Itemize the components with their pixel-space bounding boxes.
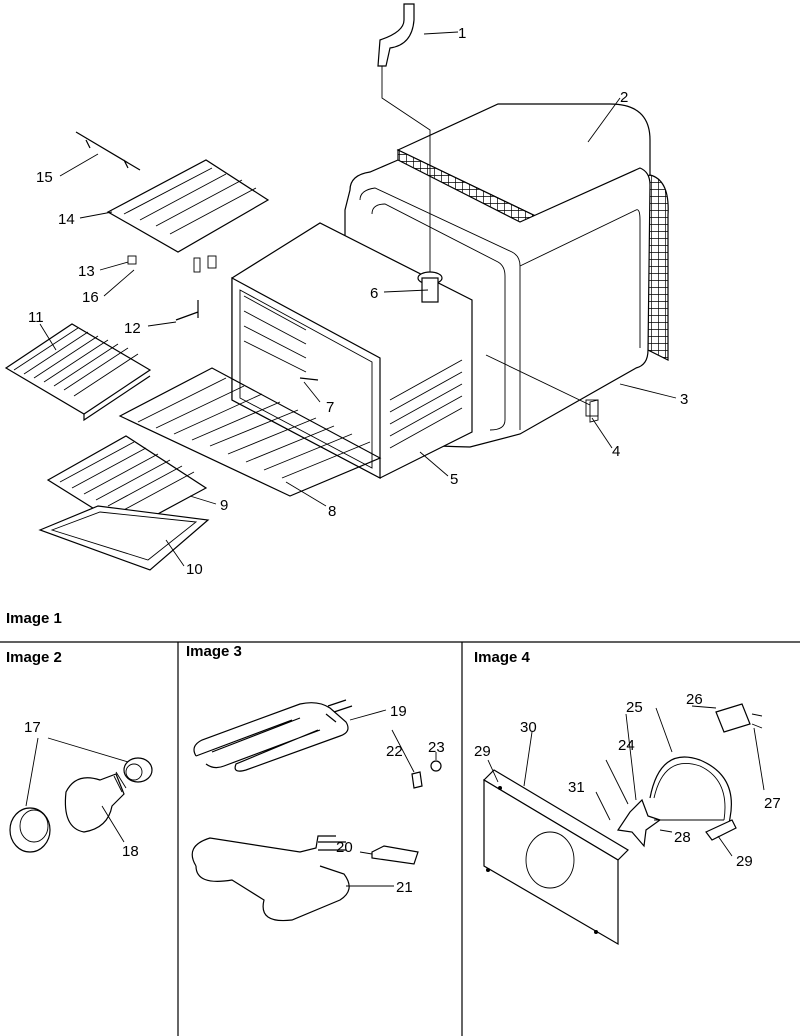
- callout-20: 20: [336, 839, 353, 856]
- section-label-image-2: Image 2: [6, 649, 62, 666]
- section-label-image-1: Image 1: [6, 610, 62, 627]
- callout-11: 11: [28, 309, 44, 326]
- callout-27: 27: [764, 795, 781, 812]
- oven-cavity: [231, 222, 473, 479]
- callout-9: 9: [220, 497, 228, 514]
- light-assembly: [9, 737, 153, 853]
- callout-1: 1: [458, 25, 466, 42]
- callout-14: 14: [58, 211, 75, 228]
- callout-13: 13: [78, 263, 95, 280]
- callout-7: 7: [326, 399, 334, 416]
- callout-29-left: 29: [474, 743, 491, 760]
- exploded-oven-view: [4, 3, 669, 571]
- section-label-image-4: Image 4: [474, 649, 531, 666]
- leader-lines: [39, 31, 677, 567]
- vent-tube: [377, 3, 431, 272]
- callout-25: 25: [626, 699, 643, 716]
- callout-16: 16: [82, 289, 99, 306]
- callout-22: 22: [386, 743, 403, 760]
- callout-2: 2: [620, 89, 628, 106]
- callout-23: 23: [428, 739, 445, 756]
- rack-hardware: [127, 255, 217, 321]
- broil-pan-insert: [106, 159, 270, 253]
- section-label-image-3: Image 3: [186, 643, 242, 660]
- callout-10: 10: [186, 561, 203, 578]
- callout-6: 6: [370, 285, 378, 302]
- callout-24: 24: [618, 737, 635, 754]
- callout-30: 30: [520, 719, 537, 736]
- callout-3: 3: [680, 391, 688, 408]
- callout-5: 5: [450, 471, 458, 488]
- callout-12: 12: [124, 320, 141, 337]
- vent-bracket: [589, 399, 599, 423]
- oven-rack: [118, 367, 382, 497]
- callout-21: 21: [396, 879, 413, 896]
- callout-15: 15: [36, 169, 53, 186]
- rack-handle: [75, 131, 141, 171]
- callout-28: 28: [674, 829, 691, 846]
- broil-rack: [4, 323, 152, 422]
- bake-broil-elements: [191, 699, 442, 922]
- broiler-pan: [38, 505, 210, 571]
- callout-19: 19: [390, 703, 407, 720]
- callout-8: 8: [328, 503, 336, 520]
- convection-fan-assembly: [483, 703, 765, 946]
- callout-26: 26: [686, 691, 703, 708]
- callout-29-right: 29: [736, 853, 753, 870]
- callout-17: 17: [24, 719, 41, 736]
- bottom-panel-frame: [0, 641, 800, 1036]
- callout-31: 31: [568, 779, 585, 796]
- callout-18: 18: [122, 843, 139, 860]
- callout-4: 4: [612, 443, 620, 460]
